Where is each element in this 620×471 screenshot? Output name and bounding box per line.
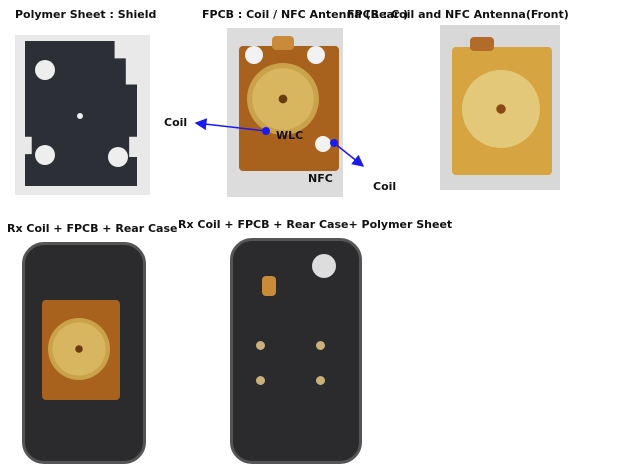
photo-fpcb-front	[440, 25, 560, 190]
annotation-coil-right: Coil	[373, 180, 397, 193]
photo-rx-case	[20, 240, 148, 465]
photo-rx-case-polymer	[228, 236, 365, 465]
photo-polymer-sheet	[15, 35, 150, 195]
label-polymer-sheet: Polymer Sheet : Shield	[15, 8, 157, 21]
label-fpcb-rear: FPCB : Coil / NFC Antenna (Rear )	[202, 8, 409, 21]
arrow-wlc-coil	[194, 118, 267, 132]
label-rx-case: Rx Coil + FPCB + Rear Case	[7, 222, 178, 235]
label-fpcb-front: FPCB : Coil and NFC Antenna(Front)	[347, 8, 569, 21]
nfc-marker-dot	[330, 139, 338, 147]
photo-fpcb-rear	[227, 28, 343, 197]
annotation-wlc: WLC	[276, 129, 304, 142]
annotation-coil-left: Coil	[164, 116, 188, 129]
wlc-marker-dot	[262, 127, 270, 135]
label-rx-case-polymer: Rx Coil + FPCB + Rear Case+ Polymer Shee…	[178, 218, 453, 231]
annotation-nfc: NFC	[308, 172, 333, 185]
arrow-nfc-coil	[333, 142, 365, 167]
